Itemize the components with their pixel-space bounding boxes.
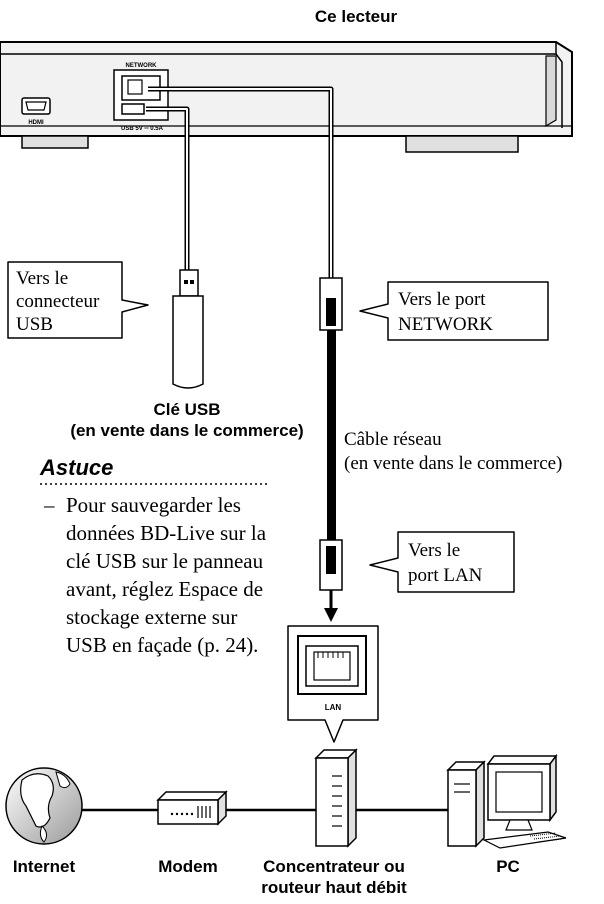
usb-label: USB 5V ═ 0.5A [121,126,164,132]
hdmi-label: HDMI [28,120,44,126]
callout-network-port: Vers le port NETWORK [359,281,549,341]
tip-line5: stockage externe sur [66,605,237,629]
hdmi-port: HDMI [21,97,51,126]
lan-label: LAN [325,703,342,712]
pc-label: PC [496,857,520,876]
modem-label: Modem [158,857,218,876]
pc-icon [446,753,567,849]
tip-line6: USB en façade (p. 24). [66,633,258,657]
callout-usb-connector: Vers le connecteur USB [7,261,149,339]
lan-port-box: LAN [287,625,379,743]
tip-section: Astuce – Pour sauvegarder les données BD… [39,455,268,657]
network-cable-top-inner [148,88,332,280]
network-label: NETWORK [126,63,158,69]
callout-usb-line2: connecteur [16,291,100,312]
hub-label-line1: Concentrateur ou [263,857,405,876]
player-device: Ce lecteur HDMI NETWORK USB 5V ═ 0.5A [0,7,573,153]
tip-line4: avant, réglez Espace de [66,577,263,601]
hub-label-line2: routeur haut débit [261,878,407,897]
usb-key-icon [172,269,204,389]
tip-line3: clé USB sur le panneau [66,549,264,573]
usb-cable-inner [146,108,188,272]
callout-usb-line1: Vers le [16,268,68,289]
callout-lan-line2: port LAN [408,565,483,586]
network-connector-top [319,277,343,331]
tip-title: Astuce [39,455,113,480]
network-connector-bottom [319,539,343,622]
callout-lan-port: Vers le port LAN [369,531,515,593]
usb-key-label: Clé USB (en vente dans le commerce) [70,400,303,440]
device-labels: Internet Modem Concentrateur ou routeur … [13,857,520,897]
tip-dash: – [43,493,55,517]
cable-label-line2: (en vente dans le commerce) [344,453,562,474]
tip-line1: Pour sauvegarder les [66,493,241,517]
internet-label: Internet [13,857,76,876]
callout-network-line1: Vers le port [398,289,486,310]
internet-globe-icon [5,767,83,845]
network-usb-panel: NETWORK USB 5V ═ 0.5A [113,63,169,132]
modem-icon [156,790,228,826]
tip-line2: données BD-Live sur la [66,521,267,545]
usb-key-label-line1: Clé USB [153,400,220,419]
router-icon [314,748,358,848]
cable-label: Câble réseau (en vente dans le commerce) [344,429,562,474]
network-cable-mid [327,330,336,540]
cable-label-line1: Câble réseau [344,429,442,450]
callout-network-line2: NETWORK [398,314,493,335]
usb-key-label-line2: (en vente dans le commerce) [70,421,303,440]
callout-usb-line3: USB [16,314,53,335]
callout-lan-line1: Vers le [408,540,460,561]
player-title: Ce lecteur [315,7,398,26]
